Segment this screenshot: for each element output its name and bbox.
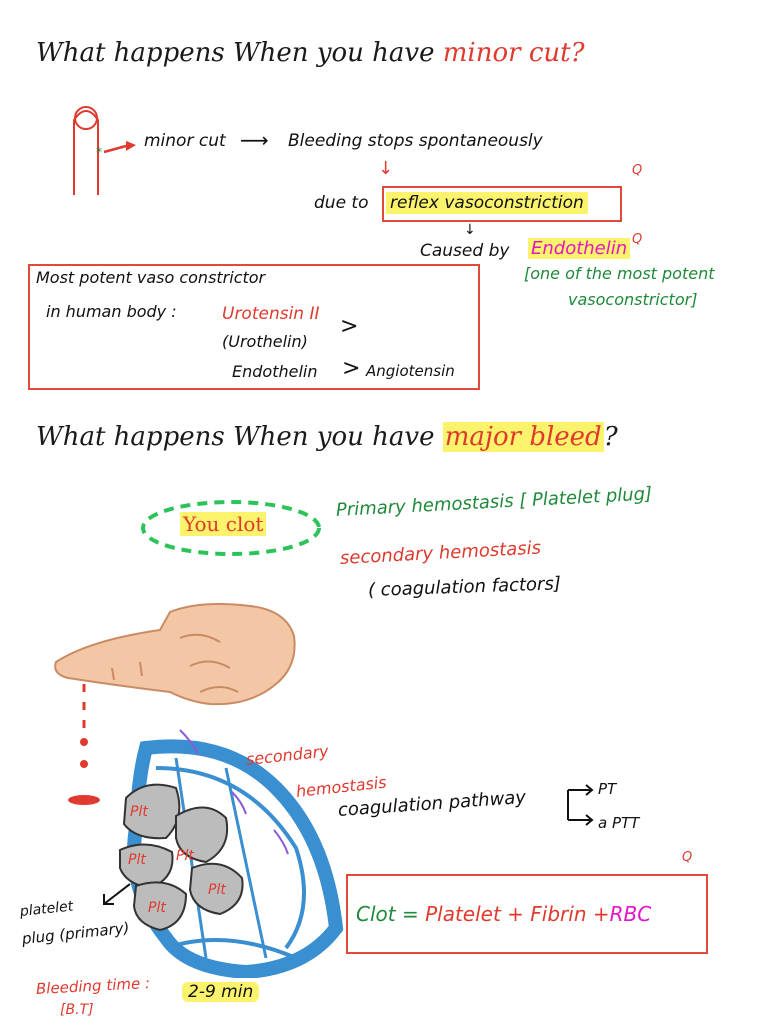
plt-label: Plt [128, 852, 146, 868]
eq-platelet: Platelet [425, 902, 501, 926]
bleeding-time-text: Bleeding time : [36, 974, 151, 998]
greater-than: > [340, 314, 358, 339]
heading-major-bleed: What happens When you have major bleed? [36, 422, 618, 452]
aptt-text: a PTT [598, 814, 639, 832]
due-to-text: due to [314, 193, 369, 213]
note-line1: [one of the most potent [524, 264, 715, 283]
minor-cut-label: minor cut [144, 131, 226, 151]
blood-drops [62, 680, 102, 810]
secondary-hemostasis-text: secondary hemostasis [339, 537, 541, 569]
heading-highlight: minor cut? [443, 38, 585, 68]
q-mark: Q [682, 850, 692, 865]
urotensin-text: Urotensin II [222, 304, 320, 324]
eq-plus: + [593, 902, 610, 926]
svg-text:*: * [96, 145, 102, 159]
purple-arrows [170, 722, 310, 862]
bt-value: 2-9 min [182, 982, 259, 1002]
arrow-right: ⟶ [240, 128, 269, 152]
bleeding-stops-text: Bleeding stops spontaneously [288, 131, 543, 151]
down-arrow: ↓ [378, 158, 393, 179]
plt-label: Plt [208, 882, 226, 898]
primary-hemostasis-text: Primary hemostasis [ Platelet plug] [335, 483, 652, 521]
heading-text: What happens When you have [36, 38, 443, 68]
heading-highlight: major bleed [443, 422, 604, 452]
box-line1: Most potent vaso constrictor [36, 268, 265, 287]
eq-plus: + [507, 902, 524, 926]
plt-label: Plt [148, 900, 166, 916]
reflex-box: reflex vasoconstriction [382, 186, 622, 222]
coag-factors-text: ( coagulation factors] [368, 573, 562, 601]
down-arrow: ↓ [464, 222, 476, 238]
q-mark: Q [632, 232, 642, 247]
box-line2: in human body : [46, 302, 177, 321]
endothelin-highlight: Endothelin [528, 238, 630, 259]
platelet-plug-line1: platelet [19, 898, 74, 919]
greater-than: > [342, 356, 360, 381]
eq-fibrin: Fibrin [530, 902, 586, 926]
heading-text: What happens When you have [36, 422, 443, 452]
arrow-to-plug [96, 880, 136, 910]
plt-label: Plt [130, 804, 148, 820]
reflex-text: reflex vasoconstriction [386, 192, 588, 214]
you-clot-text: You clot [180, 512, 266, 536]
pt-text: PT [598, 780, 616, 798]
caused-by-text: Caused by [420, 241, 509, 261]
clot-eq-prefix: Clot = [356, 902, 425, 926]
bracket-arrows [562, 780, 602, 830]
note-line2: vasoconstrictor] [568, 290, 697, 309]
angiotensin-text: Angiotensin [366, 362, 455, 380]
urothelin-text: (Urothelin) [222, 332, 308, 351]
heading-suffix: ? [604, 422, 618, 452]
eq-rbc: RBC [610, 902, 652, 926]
q-mark: Q [632, 163, 642, 178]
bt-text: [B.T] [60, 1002, 94, 1018]
clot-equation: Clot = Platelet + Fibrin +RBC [356, 902, 651, 926]
heading-minor-cut: What happens When you have minor cut? [36, 38, 585, 68]
endothelin-compare: Endothelin [232, 362, 317, 381]
